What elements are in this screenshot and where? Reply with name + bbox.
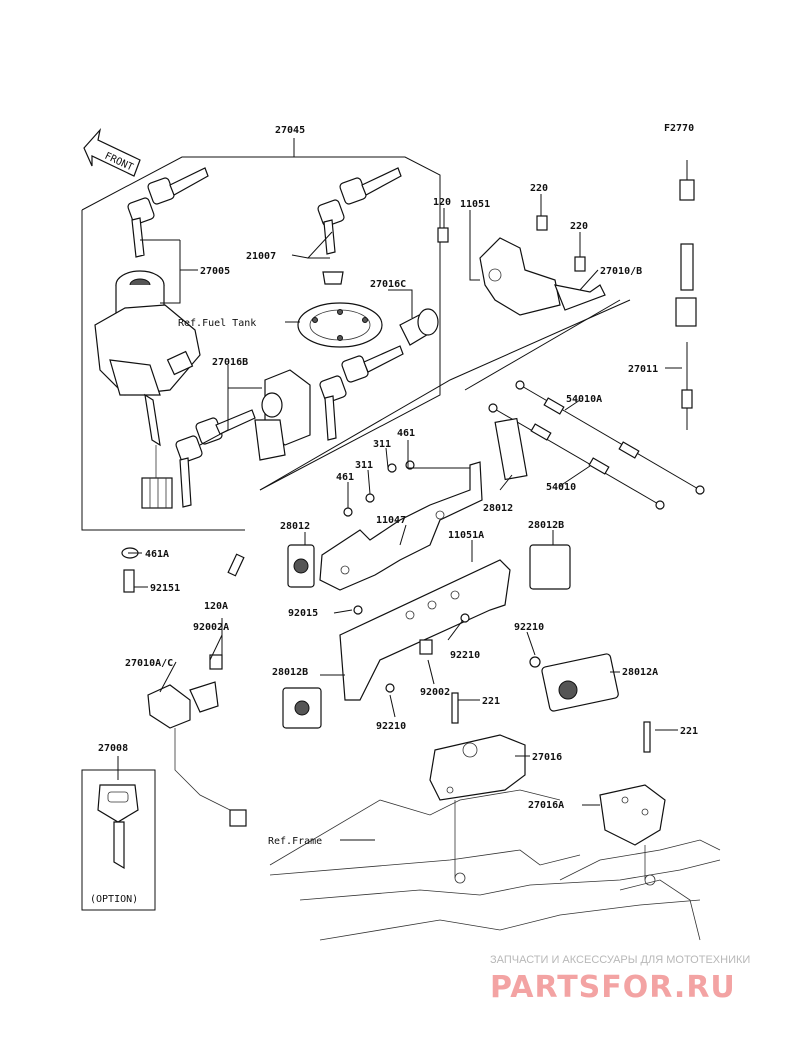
key-pair-lower xyxy=(319,345,404,441)
part-label: 21007 xyxy=(246,251,276,262)
part-label: 120A xyxy=(204,601,228,612)
part-label: 54010 xyxy=(546,482,576,493)
part-label: 27010/B xyxy=(600,266,642,277)
part-label: 11047 xyxy=(376,515,406,526)
key-icon xyxy=(127,167,209,258)
block-27016 xyxy=(429,692,526,801)
ref-fuel-tank: Ref.Fuel Tank xyxy=(178,318,256,329)
part-label: 27005 xyxy=(200,266,230,277)
assembly-outline xyxy=(81,138,631,531)
part-label: 120 xyxy=(433,197,451,208)
seat-lock-block xyxy=(227,369,311,577)
bracket-11051A xyxy=(339,559,541,701)
part-label: 27008 xyxy=(98,743,128,754)
part-label: 461 xyxy=(336,472,354,483)
part-label: 28012 xyxy=(280,521,310,532)
part-label: 28012 xyxy=(483,503,513,514)
leader-lines xyxy=(117,194,682,841)
reflector-28012B-left xyxy=(282,687,322,729)
part-label: 461 xyxy=(397,428,415,439)
part-label: 28012B xyxy=(272,667,308,678)
ignition-switch-assembly xyxy=(94,167,209,509)
part-label: 311 xyxy=(355,460,373,471)
ref-frame: Ref.Frame xyxy=(268,836,322,847)
option-label: (OPTION) xyxy=(90,894,138,905)
part-label: 28012A xyxy=(622,667,658,678)
part-label: 220 xyxy=(570,221,588,232)
part-label: 27010A/C xyxy=(125,658,173,669)
part-label: 92210 xyxy=(376,721,406,732)
part-label: 54010A xyxy=(566,394,602,405)
part-label: 221 xyxy=(680,726,698,737)
part-label: 27011 xyxy=(628,364,658,375)
sensor-27011 xyxy=(675,160,697,430)
washer-461A xyxy=(121,547,139,593)
block-27016A xyxy=(599,721,666,846)
diagram-code: F2770 xyxy=(664,123,694,134)
fuel-tank-cap-plate xyxy=(297,302,383,348)
part-label: 27045 xyxy=(275,125,305,136)
key-pair-center xyxy=(317,167,402,285)
lock-cylinder xyxy=(399,308,439,346)
cable-54010A xyxy=(515,380,705,495)
reflector-28012A xyxy=(541,653,619,712)
part-label: 220 xyxy=(530,183,548,194)
watermark-logo: PARTSFOR.RU xyxy=(490,970,736,1005)
part-label: 221 xyxy=(482,696,500,707)
part-label: 92210 xyxy=(450,650,480,661)
reflector-28012B-right xyxy=(529,544,571,590)
part-label: 461A xyxy=(145,549,169,560)
part-label: 311 xyxy=(373,439,391,450)
part-label: 92015 xyxy=(288,608,318,619)
watermark: ЗАПЧАСТИ И АКСЕССУАРЫ ДЛЯ МОТОТЕХНИКИ PA… xyxy=(490,954,750,1005)
part-label: 27016B xyxy=(212,357,248,368)
part-label: 27016C xyxy=(370,279,406,290)
part-number-labels: F2770 27045 27005 21007 27016C 27016B 12… xyxy=(90,123,698,905)
part-label: 11051A xyxy=(448,530,484,541)
part-label: 28012B xyxy=(528,520,564,531)
part-label: 27016 xyxy=(532,752,562,763)
cable-54010 xyxy=(488,403,665,510)
bracket-11051 xyxy=(437,215,606,316)
reflector-28012-left xyxy=(287,544,315,588)
front-arrow-icon: FRONT xyxy=(83,127,141,177)
part-label: 92210 xyxy=(514,622,544,633)
part-label: 27016A xyxy=(528,800,564,811)
key-27008 xyxy=(81,769,156,911)
switch-27010AC xyxy=(147,654,247,827)
reflector-28012-small xyxy=(494,417,528,481)
key-pair-left xyxy=(175,409,256,508)
watermark-tagline: ЗАПЧАСТИ И АКСЕССУАРЫ ДЛЯ МОТОТЕХНИКИ xyxy=(490,954,750,966)
part-label: 92002A xyxy=(193,622,229,633)
part-label: 11051 xyxy=(460,199,490,210)
frame-structure xyxy=(269,789,721,941)
part-label: 92002 xyxy=(420,687,450,698)
part-label: 92151 xyxy=(150,583,180,594)
